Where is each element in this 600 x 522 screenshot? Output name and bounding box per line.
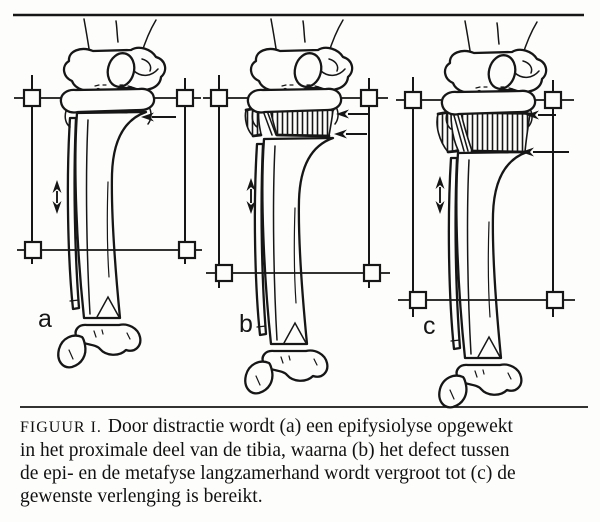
panel-label-a: a (38, 305, 52, 333)
figure-illustration: a b (13, 13, 588, 409)
gap-arrow-icon (334, 129, 367, 139)
caption-line-2: in het proximale deel van de tibia, waar… (20, 440, 510, 461)
pin-clamp-block (23, 240, 43, 260)
gap-arrow-icon (521, 147, 569, 157)
pin-clamp-block (209, 88, 229, 108)
gap-arrow-icon (526, 110, 556, 120)
panel-label-b: b (239, 310, 253, 338)
pin-clamp-block (543, 90, 563, 110)
panel-b: b (203, 17, 390, 395)
knee-joint-drawing (59, 17, 167, 129)
tibia-shaft-drawing (253, 136, 335, 346)
gap-arrow-icon (336, 109, 369, 119)
pin-clamp-block (359, 88, 379, 108)
caption-line-3: de epi- en de metafyse langzamerhand wor… (20, 463, 516, 484)
knee-joint-drawing (246, 17, 354, 129)
caption-text: Door distractie wordt (a) een epifysioly… (107, 416, 513, 437)
tarsal-bones-drawing (57, 323, 142, 369)
figure-svg: a b (13, 13, 588, 409)
caption-line-1: FIGUUR I. Door distractie wordt (a) een e… (20, 415, 592, 439)
distraction-double-arrow-icon (435, 176, 445, 214)
caption-line-4: gewenste verlenging is bereikt. (20, 486, 263, 507)
figure-caption: FIGUUR I. Door distractie wordt (a) een e… (20, 415, 592, 508)
tarsal-bones-drawing (244, 349, 329, 395)
pin-clamp-block (175, 88, 195, 108)
pin-clamp-block (408, 290, 428, 310)
distraction-double-arrow-icon (246, 178, 256, 214)
tibia-shaft-drawing (66, 110, 148, 320)
hatched-distraction-gap (436, 108, 532, 154)
panel-a: a (14, 17, 202, 369)
panel-label-c: c (423, 312, 436, 340)
pin-clamp-block (177, 240, 197, 260)
tibia-shaft-drawing (447, 150, 529, 360)
tarsal-bones-drawing (438, 363, 523, 409)
epiphysiolysis-arrow-icon (141, 112, 176, 122)
pin-clamp-block (403, 90, 423, 110)
panel-c: c (396, 19, 575, 409)
distraction-double-arrow-icon (52, 180, 62, 214)
pin-clamp-block (545, 290, 565, 310)
pin-clamp-block (362, 263, 382, 283)
caption-figure-label: FIGUUR I. (20, 419, 102, 436)
pin-clamp-block (214, 263, 234, 283)
pin-clamp-block (22, 88, 42, 108)
